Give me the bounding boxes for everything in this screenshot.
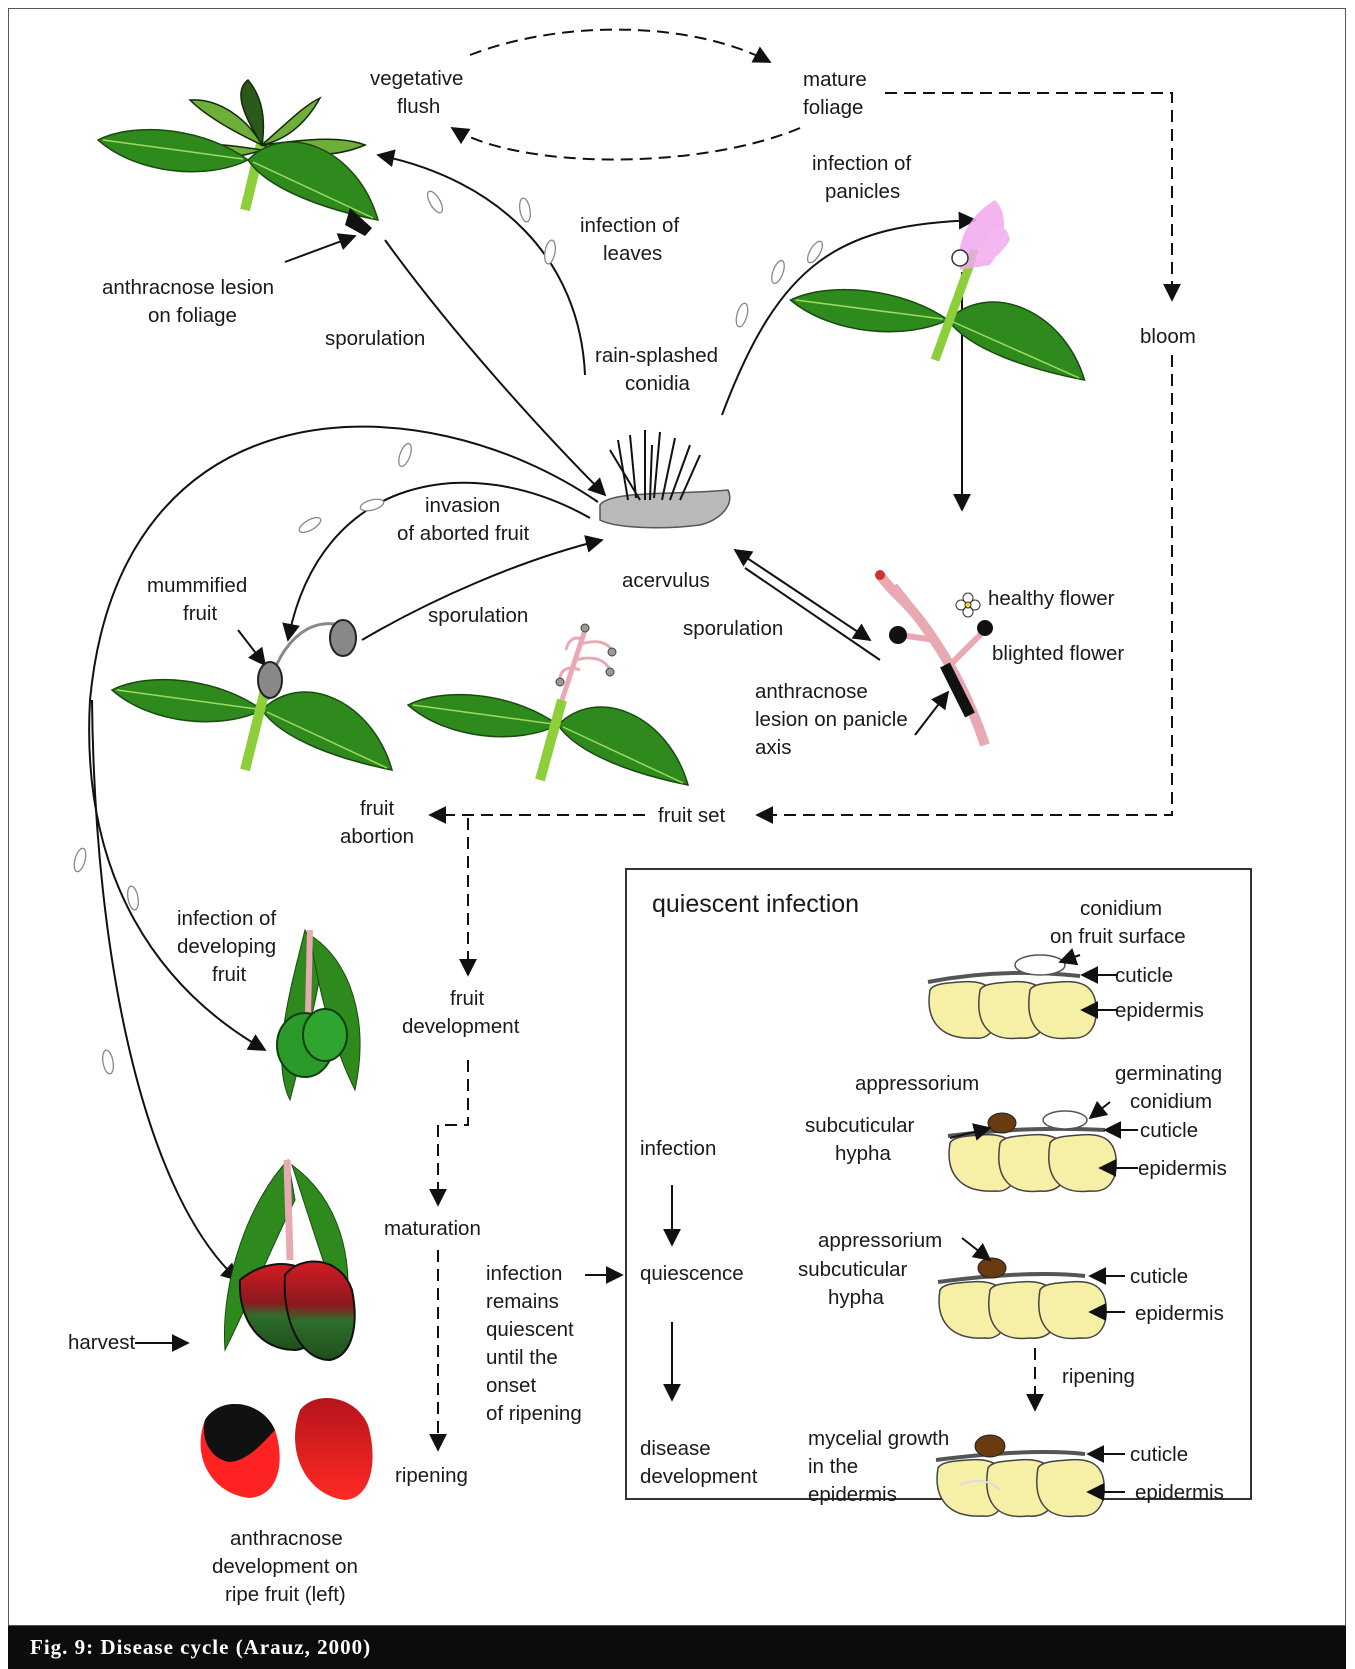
- acervulus-illustration: [600, 430, 730, 528]
- epidermis-label-4: epidermis: [1135, 1481, 1224, 1504]
- developing-fruit-3: fruit: [212, 963, 246, 986]
- remains-5: onset: [486, 1374, 536, 1397]
- healthy-flower-label: healthy flower: [988, 587, 1115, 610]
- sporulation-to-acervulus-arrow: [385, 240, 605, 495]
- remains-4: until the: [486, 1346, 558, 1369]
- developing-fruit-1: infection of: [177, 907, 276, 930]
- remains-6: of ripening: [486, 1402, 582, 1425]
- vegetative-flush-1: vegetative: [370, 67, 463, 90]
- stage-disease-line2: development: [640, 1465, 758, 1488]
- fruit-development-1: fruit: [450, 987, 484, 1010]
- lesion-foliage-1: anthracnose lesion: [102, 276, 274, 299]
- panicle-lesion-1: anthracnose: [755, 680, 868, 703]
- stage-disease-line1: disease: [640, 1437, 711, 1460]
- remains-3: quiescent: [486, 1318, 574, 1341]
- ripe-fruit-2: development on: [212, 1555, 358, 1578]
- fruit-set-shoot-illustration: [408, 624, 688, 785]
- mature-foliage-1: mature: [803, 68, 867, 91]
- stage-quiescence: quiescence: [640, 1262, 744, 1285]
- bloom-label: bloom: [1140, 325, 1196, 348]
- ripe-fruit-3: ripe fruit (left): [225, 1583, 346, 1606]
- ripe-fruit-1: anthracnose: [230, 1527, 343, 1550]
- fruit-abortion-2: abortion: [340, 825, 414, 848]
- maturation-label: maturation: [384, 1217, 481, 1240]
- acervulus-label: acervulus: [622, 569, 710, 592]
- vegetative-shoot-illustration: [98, 80, 378, 236]
- sporulation-top: sporulation: [325, 327, 425, 350]
- flush-to-foliage-arrow: [470, 30, 770, 62]
- epidermis-label-2: epidermis: [1138, 1157, 1227, 1180]
- mycelial-label-2: in the: [808, 1455, 858, 1478]
- vegetative-flush-2: flush: [397, 95, 440, 118]
- conidium-label-2: on fruit surface: [1050, 925, 1186, 948]
- panicle-lesion-2: lesion on panicle: [755, 708, 908, 731]
- rain-splashed-2: conidia: [625, 372, 691, 395]
- caption-bar: Fig. 9: Disease cycle (Arauz, 2000): [8, 1626, 1346, 1669]
- mummified-pointer: [238, 630, 265, 665]
- lesion-foliage-2: on foliage: [148, 304, 237, 327]
- subcuticular-label-2b: hypha: [828, 1286, 884, 1309]
- stage-infection: infection: [640, 1137, 716, 1160]
- developing-fruit-2: developing: [177, 935, 276, 958]
- remains-2: remains: [486, 1290, 559, 1313]
- cuticle-label-3: cuticle: [1130, 1265, 1188, 1288]
- mycelial-label-1: mycelial growth: [808, 1427, 949, 1450]
- fruit-abortion-1: fruit: [360, 797, 394, 820]
- lesion-foliage-pointer: [285, 236, 355, 262]
- subcuticular-label-2a: subcuticular: [798, 1258, 908, 1281]
- panicle-lesion-3: axis: [755, 736, 791, 759]
- quiescent-title: quiescent infection: [652, 890, 859, 918]
- harvest-fruit-illustration: [224, 1160, 354, 1360]
- cuticle-label-2: cuticle: [1140, 1119, 1198, 1142]
- mature-foliage-2: foliage: [803, 96, 863, 119]
- mummified-1: mummified: [147, 574, 247, 597]
- foliage-to-bloom-arrow: [885, 93, 1172, 300]
- bloom-to-fruitset-arrow: [757, 355, 1172, 815]
- sporulation-right: sporulation: [683, 617, 783, 640]
- ripe-fruit-illustration: [201, 1398, 373, 1500]
- mummified-2: fruit: [183, 602, 217, 625]
- developing-fruit-illustration: [277, 930, 360, 1100]
- epidermis-label-3: epidermis: [1135, 1302, 1224, 1325]
- conidium-label-1: conidium: [1080, 897, 1162, 920]
- infection-panicles-2: panicles: [825, 180, 900, 203]
- harvest-label: harvest: [68, 1331, 136, 1354]
- remains-1: infection: [486, 1262, 562, 1285]
- infection-panicles-1: infection of: [812, 152, 911, 175]
- blighted-flower-label: blighted flower: [992, 642, 1124, 665]
- acervulus-panicle-arrow-2: [745, 568, 880, 660]
- appressorium-label-2: appressorium: [818, 1229, 942, 1252]
- sporulation-mid: sporulation: [428, 604, 528, 627]
- appressorium-label-1: appressorium: [855, 1072, 979, 1095]
- ripening-label: ripening: [395, 1464, 468, 1487]
- to-maturation-arrow: [438, 1060, 468, 1205]
- infection-leaves-2: leaves: [603, 242, 662, 265]
- ripening-box-label: ripening: [1062, 1365, 1135, 1388]
- mycelial-label-3: epidermis: [808, 1483, 897, 1506]
- figure-caption: Fig. 9: Disease cycle (Arauz, 2000): [30, 1635, 371, 1660]
- panicle-lesion-pointer: [915, 692, 948, 735]
- fruit-development-2: development: [402, 1015, 520, 1038]
- fruit-set-label: fruit set: [658, 804, 726, 827]
- subcuticular-label-1b: hypha: [835, 1142, 891, 1165]
- rain-splashed-1: rain-splashed: [595, 344, 718, 367]
- infection-harvest-fruit-arrow: [92, 700, 238, 1280]
- germinating-label-1: germinating: [1115, 1062, 1222, 1085]
- subcuticular-label-1a: subcuticular: [805, 1114, 915, 1137]
- germinating-label-2: conidium: [1130, 1090, 1212, 1113]
- epidermis-label-1: epidermis: [1115, 999, 1204, 1022]
- cuticle-label-1: cuticle: [1115, 964, 1173, 987]
- cuticle-label-4: cuticle: [1130, 1443, 1188, 1466]
- quiescent-infection-box: quiescent infection infection quiescence…: [626, 869, 1251, 1516]
- foliage-to-flush-arrow: [452, 128, 800, 160]
- invasion-2: of aborted fruit: [397, 522, 529, 545]
- infection-leaves-1: infection of: [580, 214, 679, 237]
- disease-cycle-diagram: quiescent infection infection quiescence…: [0, 0, 1355, 1626]
- mummified-fruit-illustration: [112, 620, 392, 770]
- flowering-panicle-illustration: [791, 200, 1085, 380]
- invasion-1: invasion: [425, 494, 500, 517]
